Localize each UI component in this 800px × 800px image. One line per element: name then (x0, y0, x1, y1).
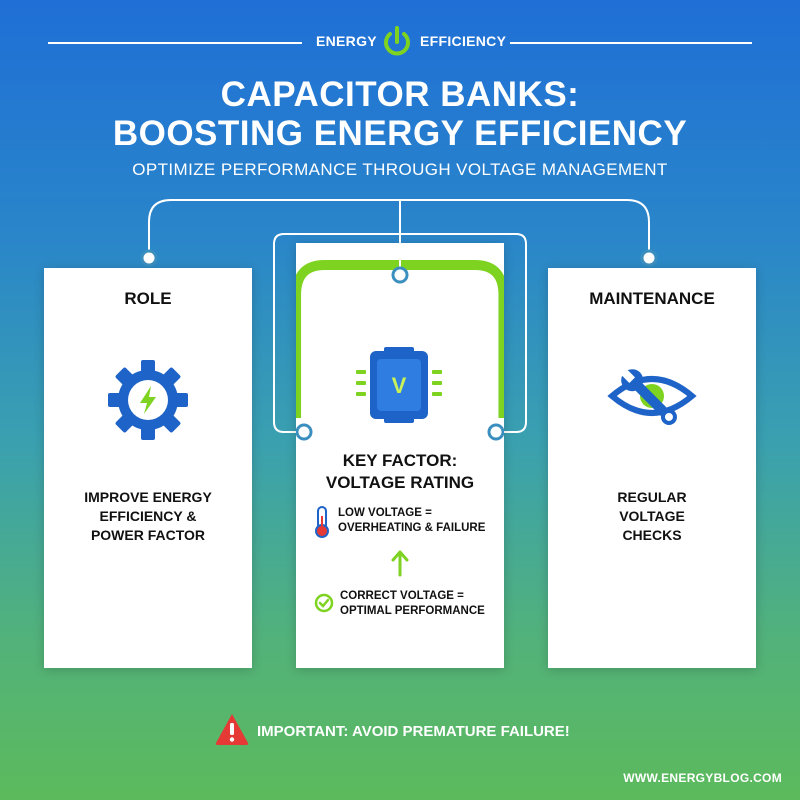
maintenance-text-line2: VOLTAGE (619, 508, 685, 524)
page-subtitle: OPTIMIZE PERFORMANCE THROUGH VOLTAGE MAN… (132, 160, 668, 179)
warning-triangle-icon (215, 714, 249, 745)
frame-end-nodes (296, 423, 504, 441)
role-text-line1: IMPROVE ENERGY (84, 489, 212, 505)
page-title-line2: BOOSTING ENERGY EFFICIENCY (112, 114, 688, 153)
gear-lightning-icon (108, 360, 188, 440)
header-word-efficiency: EFFICIENCY (420, 33, 507, 49)
maintenance-card: MAINTENANCE REGULAR VOLTAGE CHECKS (548, 268, 756, 668)
voltage-chip-icon (356, 347, 442, 423)
gauge-check-icon (314, 593, 334, 613)
low-voltage-line1: LOW VOLTAGE = (338, 507, 432, 519)
header-divider-right (510, 42, 752, 44)
low-voltage-line2: OVERHEATING & FAILURE (338, 522, 486, 534)
eye-wrench-icon (607, 368, 697, 425)
maintenance-card-heading: MAINTENANCE (589, 289, 715, 308)
key-factor-card: V KEY FACTOR: VOLTAGE RATING LOW VOLTAGE… (296, 243, 504, 668)
role-card: ROLE IMPROVE ENERGY EFFICIENCY & POWER F… (44, 268, 252, 668)
key-factor-heading-line2: VOLTAGE RATING (325, 473, 475, 492)
maintenance-text-line3: CHECKS (622, 527, 682, 543)
page-title-line1: CAPACITOR BANKS: (220, 75, 580, 114)
key-factor-heading-line1: KEY FACTOR: (342, 451, 458, 470)
power-icon (384, 26, 410, 56)
role-text-line2: EFFICIENCY & (99, 508, 197, 524)
role-card-heading: ROLE (124, 289, 172, 308)
key-factor-frame (296, 243, 504, 418)
maintenance-text-line1: REGULAR (617, 489, 687, 505)
header-divider-left (48, 42, 302, 44)
arrow-up-icon (391, 550, 409, 577)
voltage-letter: V (391, 373, 407, 398)
warning-text: IMPORTANT: AVOID PREMATURE FAILURE! (257, 723, 570, 740)
correct-voltage-line2: OPTIMAL PERFORMANCE (340, 605, 485, 617)
role-text-line3: POWER FACTOR (90, 527, 206, 543)
footer-url[interactable]: WWW.ENERGYBLOG.COM (623, 771, 782, 785)
correct-voltage-line1: CORRECT VOLTAGE = (340, 590, 464, 602)
thermometer-icon (315, 506, 329, 538)
header-word-energy: ENERGY (316, 33, 377, 49)
